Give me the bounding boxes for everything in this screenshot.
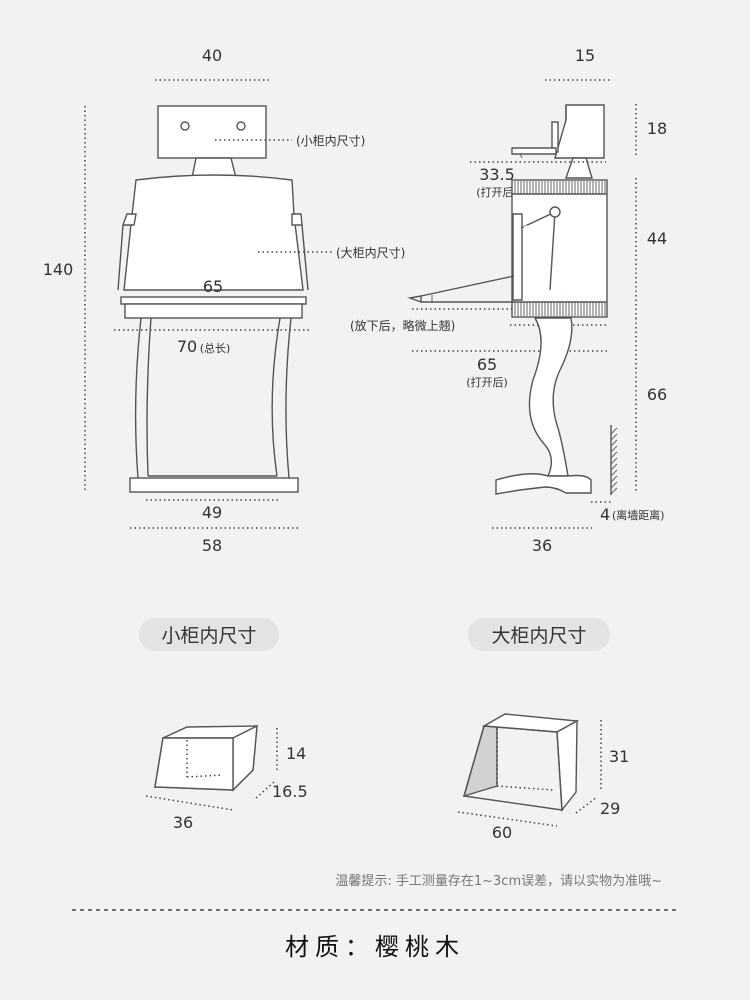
side-lay-note: (放下后，略微上翘) — [350, 318, 455, 333]
material-label: 材质：樱桃木 — [285, 933, 465, 961]
front-length-70-note: (总长) — [200, 341, 231, 355]
front-base-49-label: 49 — [202, 503, 222, 522]
side-depth-65-note: (打开后) — [466, 375, 508, 389]
front-width-65-label: 65 — [203, 277, 223, 296]
small-inner-w-label: 36 — [173, 813, 193, 832]
knob-icon — [236, 121, 246, 131]
small-inner-title-pill — [139, 618, 279, 651]
front-width-top-label: 40 — [202, 46, 222, 65]
small-inner-h-label: 14 — [286, 744, 306, 763]
large-cabinet-front — [123, 174, 304, 291]
large-inner-title-pill — [468, 618, 610, 651]
measurement-hint: 温馨提示: 手工测量存在1~3cm误差，请以实物为准哦~ — [335, 873, 662, 889]
front-view: 40 (小柜内尺寸) (大柜内尺寸) 65 70 (总长) — [43, 46, 406, 555]
small-inner-d-label: 16.5 — [272, 782, 308, 801]
small-inner-box: 14 16.5 36 — [145, 724, 308, 832]
side-depth-15-label: 15 — [575, 46, 595, 65]
side-base-36-label: 36 — [532, 536, 552, 555]
side-height-44-label: 44 — [647, 229, 667, 248]
large-cabinet-note: (大柜内尺寸) — [336, 246, 405, 260]
large-inner-title: 大柜内尺寸 — [491, 625, 586, 647]
front-base-58-label: 58 — [202, 536, 222, 555]
side-open-33-label: 33.5 — [479, 165, 515, 184]
large-inner-box: 31 29 60 — [457, 713, 629, 842]
side-wall-4-label: 4 — [600, 505, 610, 524]
curved-stand — [528, 317, 573, 477]
large-cabinet-side — [511, 179, 608, 318]
side-open-33-note: (打开后) — [476, 185, 518, 199]
small-inner-title: 小柜内尺寸 — [161, 625, 256, 647]
front-height-140-label: 140 — [43, 260, 74, 279]
side-wall-note: (离墙距离) — [612, 508, 665, 522]
large-inner-d-label: 29 — [600, 799, 620, 818]
large-inner-h-label: 31 — [609, 747, 629, 766]
side-height-66-label: 66 — [647, 385, 667, 404]
large-inner-w-label: 60 — [492, 823, 512, 842]
small-cabinet-front — [157, 105, 267, 159]
front-length-70-label: 70 — [177, 337, 197, 356]
small-cabinet-note: (小柜内尺寸) — [296, 134, 365, 148]
side-depth-65-label: 65 — [477, 355, 497, 374]
side-height-18-label: 18 — [647, 119, 667, 138]
knob-icon — [180, 121, 190, 131]
side-view: 15 18 33.5 (打开后) — [350, 46, 667, 555]
